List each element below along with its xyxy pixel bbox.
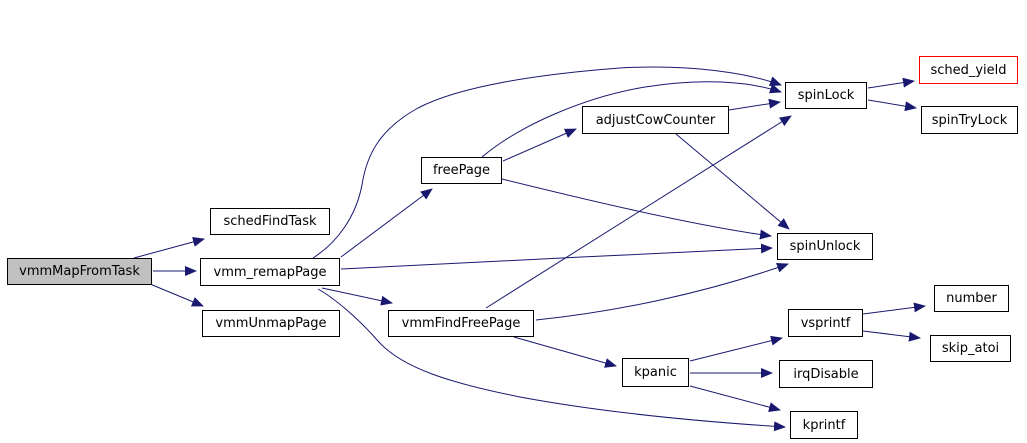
edge-freePage-to-spinUnlock [501, 178, 772, 240]
node-irqDisable[interactable]: irqDisable [779, 360, 873, 388]
node-freePage[interactable]: freePage [421, 157, 502, 184]
edge-vmmFindFreePage-to-kpanic [513, 336, 617, 368]
edge-vmmMapFromTask-to-schedFindTask [133, 237, 205, 259]
edge-vmm_remapPage-to-freePage [340, 188, 433, 258]
edge-freePage-to-adjustCowCounter [502, 128, 577, 162]
node-sched_yield[interactable]: sched_yield [919, 56, 1018, 84]
edge-kpanic-to-vsprintf [689, 335, 783, 362]
edge-kpanic-to-kprintf [689, 385, 781, 412]
node-spinUnlock[interactable]: spinUnlock [777, 233, 873, 260]
edge-vmmFindFreePage-to-spinLock [485, 115, 792, 309]
edge-vsprintf-to-number [862, 302, 926, 315]
node-kprintf[interactable]: kprintf [790, 411, 858, 439]
edge-freePage-to-spinLock [481, 81, 782, 158]
edge-spinLock-to-sched_yield [867, 77, 915, 89]
node-number[interactable]: number [934, 285, 1009, 312]
node-kpanic[interactable]: kpanic [622, 358, 689, 387]
edge-adjustCowCounter-to-spinLock [728, 98, 781, 111]
edge-vmmMapFromTask-to-vmmUnmapPage [149, 283, 204, 307]
node-vmmMapFromTask[interactable]: vmmMapFromTask [7, 258, 152, 285]
node-vmmFindFreePage[interactable]: vmmFindFreePage [388, 310, 534, 337]
node-vmm_remapPage[interactable]: vmm_remapPage [200, 258, 340, 286]
edge-spinLock-to-spinTryLock [867, 99, 917, 112]
node-skip_atoi[interactable]: skip_atoi [930, 335, 1011, 362]
edge-vmm_remapPage-to-spinUnlock [340, 243, 773, 270]
edge-adjustCowCounter-to-spinUnlock [675, 133, 790, 230]
edge-vmmFindFreePage-to-spinUnlock [535, 262, 789, 321]
node-adjustCowCounter[interactable]: adjustCowCounter [582, 106, 729, 134]
node-spinLock[interactable]: spinLock [785, 82, 867, 109]
edges [133, 66, 926, 432]
edge-vmm_remapPage-to-kprintf [317, 288, 786, 432]
node-schedFindTask[interactable]: schedFindTask [210, 208, 330, 235]
edge-vmm_remapPage-to-vmmFindFreePage [321, 287, 393, 306]
node-vsprintf[interactable]: vsprintf [788, 309, 863, 337]
edge-vsprintf-to-skip_atoi [862, 330, 921, 342]
edge-vmm_remapPage-to-spinLock [312, 66, 782, 259]
node-spinTryLock[interactable]: spinTryLock [921, 106, 1018, 134]
node-vmmUnmapPage[interactable]: vmmUnmapPage [202, 310, 340, 337]
